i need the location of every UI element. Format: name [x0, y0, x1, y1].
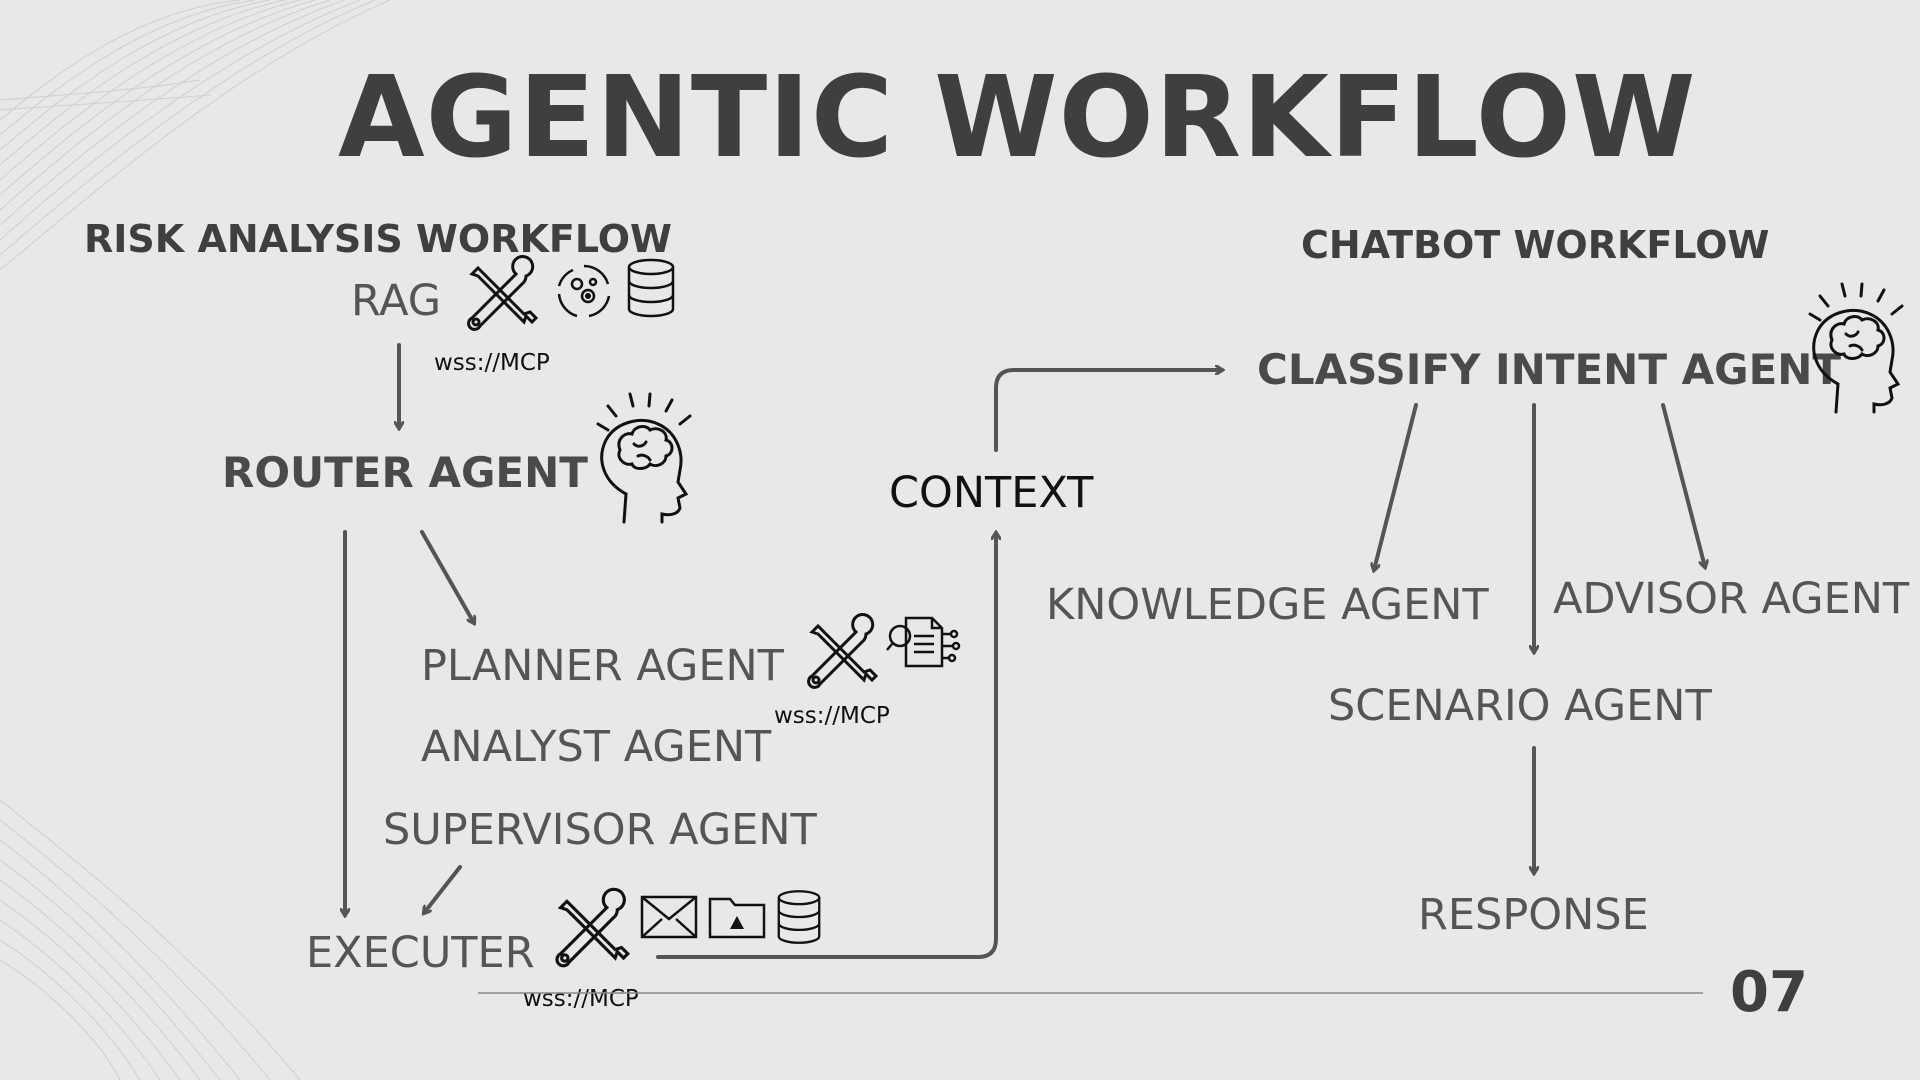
brain-head-icon [1808, 282, 1904, 414]
database-icon [777, 890, 821, 944]
wrench-tools-icon [555, 887, 631, 968]
page-title: AGENTIC WORKFLOW [338, 53, 1697, 183]
context-node: CONTEXT [889, 468, 1094, 518]
wrench-tools-icon [467, 255, 539, 331]
brain-head-icon [596, 392, 692, 524]
analyst-agent-node: ANALYST AGENT [421, 722, 772, 772]
risk-analysis-heading: RISK ANALYSIS WORKFLOW [84, 217, 672, 261]
knowledge-agent-node: KNOWLEDGE AGENT [1046, 580, 1489, 630]
router-agent-node: ROUTER AGENT [222, 448, 588, 497]
arrow-context-to-classify [994, 370, 1222, 452]
mcp-label-rag: wss://MCP [434, 350, 550, 376]
planner-agent-node: PLANNER AGENT [421, 641, 784, 691]
gear-cycle-icon [557, 264, 611, 318]
mcp-label-planner: wss://MCP [774, 703, 890, 729]
arrow-router-to-planner [420, 530, 474, 623]
wrench-tools-icon [807, 613, 879, 689]
arrow-classify-to-knowledge [1374, 403, 1418, 570]
advisor-agent-node: ADVISOR AGENT [1553, 574, 1910, 624]
executer-node: EXECUTER [306, 928, 535, 978]
rag-node: RAG [351, 276, 442, 326]
response-node: RESPONSE [1418, 890, 1649, 940]
mail-icon [640, 895, 698, 939]
drive-folder-icon [708, 897, 766, 939]
document-search-icon [886, 616, 961, 668]
arrow-executer-to-context [656, 533, 996, 959]
database-icon [627, 258, 675, 318]
arrow-classify-to-advisor [1661, 403, 1705, 567]
classify-intent-agent-node: CLASSIFY INTENT AGENT [1257, 345, 1842, 394]
chatbot-workflow-heading: CHATBOT WORKFLOW [1301, 223, 1770, 267]
scenario-agent-node: SCENARIO AGENT [1328, 681, 1712, 731]
page-number: 07 [1730, 960, 1808, 1025]
arrow-supervisor-to-executer [424, 865, 462, 913]
supervisor-agent-node: SUPERVISOR AGENT [383, 805, 817, 855]
